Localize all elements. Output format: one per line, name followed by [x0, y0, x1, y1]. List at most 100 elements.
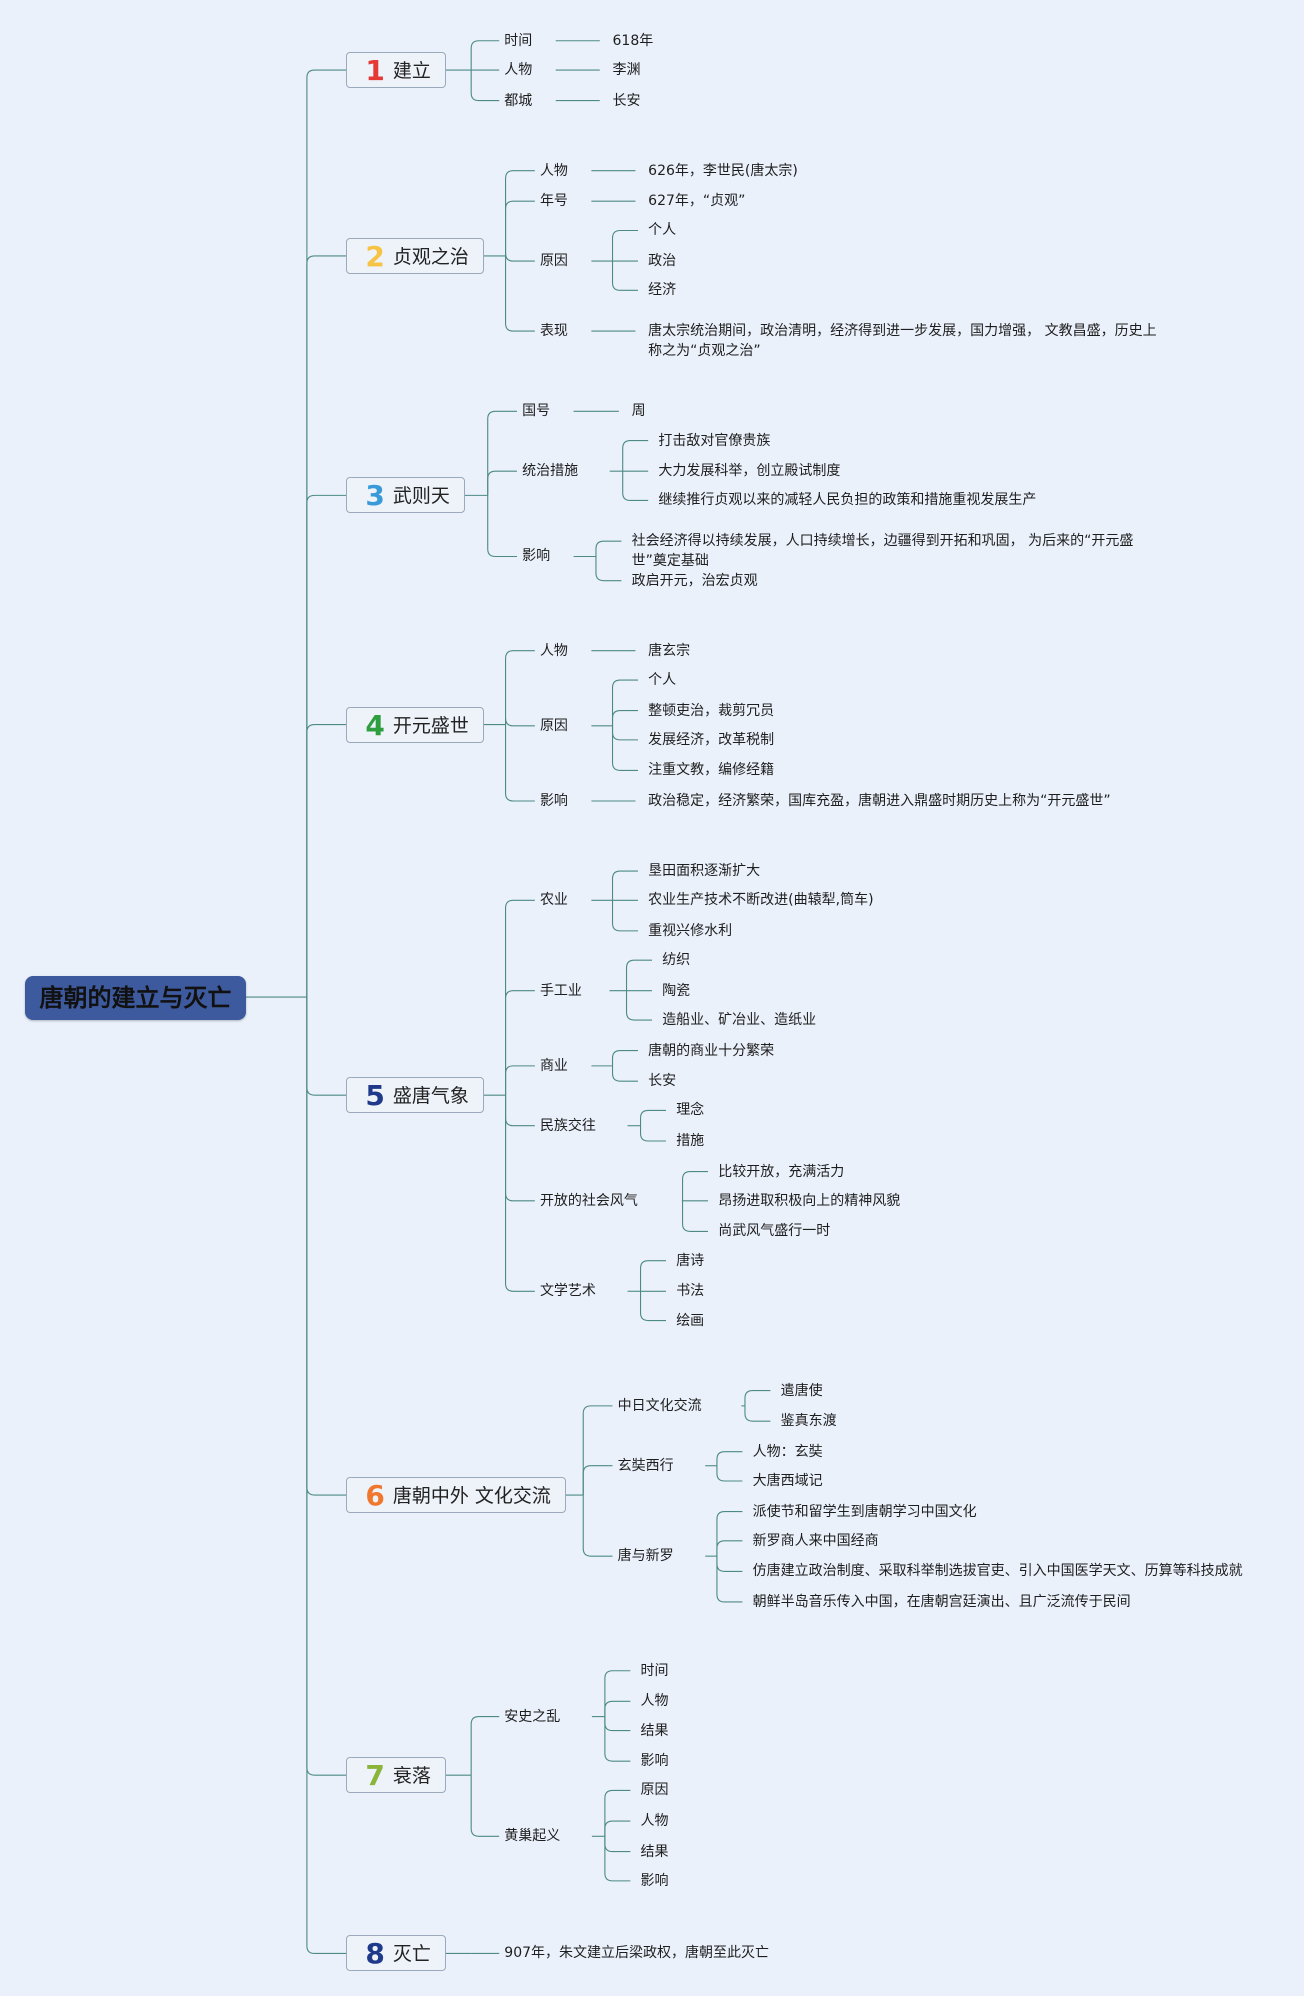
leaf-node[interactable]: 个人	[648, 222, 677, 239]
leaf-node[interactable]: 政治稳定，经济繁荣，国库充盈，唐朝进入鼎盛时期历史上称为“开元盛世”	[648, 792, 1111, 809]
branch-node[interactable]: 人物	[539, 162, 568, 179]
leaf-node[interactable]: 绘画	[676, 1312, 705, 1329]
branch-node[interactable]: 907年，朱文建立后梁政权，唐朝至此灭亡	[504, 1945, 770, 1962]
leaf-node[interactable]: 尚武风气盛行一时	[718, 1223, 831, 1240]
leaf-node[interactable]: 李渊	[612, 62, 641, 79]
leaf-node[interactable]: 原因	[640, 1782, 669, 1799]
leaf-node[interactable]: 重视兴修水利	[648, 922, 733, 939]
leaf-node[interactable]: 影响	[640, 1753, 669, 1770]
leaf-node[interactable]: 造船业、矿冶业、造纸业	[662, 1012, 817, 1029]
leaf-node[interactable]: 遣唐使	[780, 1382, 823, 1399]
leaf-node[interactable]: 大力发展科举，创立殿试制度	[658, 463, 841, 480]
branch-node[interactable]: 文学艺术	[539, 1283, 596, 1300]
branch-node[interactable]: 中日文化交流	[617, 1397, 702, 1414]
leaf-connector	[639, 1125, 667, 1142]
branch-node[interactable]: 人物	[504, 62, 533, 79]
leaf-node[interactable]: 经济	[648, 282, 677, 299]
leaf-node[interactable]: 人物：玄奘	[752, 1443, 823, 1460]
leaf-node[interactable]: 大唐西域记	[752, 1473, 823, 1489]
branch-node[interactable]: 影响	[539, 792, 568, 809]
leaf-node[interactable]: 鉴真东渡	[780, 1413, 837, 1430]
branch-node[interactable]: 民族交往	[539, 1117, 596, 1134]
branch-node[interactable]: 农业	[539, 892, 568, 909]
leaf-node[interactable]: 影响	[640, 1872, 669, 1889]
leaf-node[interactable]: 周	[631, 403, 646, 420]
branch-node[interactable]: 年号	[539, 193, 568, 210]
root-node[interactable]: 唐朝的建立与灭亡	[25, 976, 246, 1020]
leaf-node[interactable]: 农业生产技术不断改进(曲辕犁,筒车)	[648, 892, 874, 909]
branch-connector	[505, 1095, 535, 1127]
branch-node[interactable]: 商业	[539, 1057, 568, 1074]
leaf-node[interactable]: 618年	[612, 32, 654, 49]
branch-node[interactable]: 原因	[539, 717, 568, 734]
leaf-node[interactable]: 注重文教，编修经籍	[648, 762, 775, 779]
leaf-node[interactable]: 政治	[648, 253, 677, 270]
leaf-connector	[611, 870, 638, 901]
leaf-node[interactable]: 时间	[640, 1662, 669, 1679]
leaf-connector	[604, 1836, 631, 1853]
leaf-node[interactable]: 个人	[648, 672, 677, 689]
leaf-node[interactable]: 新罗商人来中国经商	[752, 1532, 879, 1549]
leaf-node[interactable]: 长安	[648, 1073, 677, 1090]
leaf-node[interactable]: 唐太宗统治期间，政治清明，经济得到进一步发展，国力增强， 文教昌盛，历史上称之为…	[648, 323, 1157, 360]
branch-node[interactable]: 唐与新罗	[617, 1548, 674, 1565]
leaf-node[interactable]: 唐朝的商业十分繁荣	[648, 1042, 775, 1059]
leaf-node[interactable]: 整顿吏治，裁剪冗员	[648, 702, 775, 719]
leaf-node[interactable]: 人物	[640, 1693, 669, 1710]
branch-node[interactable]: 国号	[522, 403, 551, 420]
topic-label: 开元盛世	[392, 714, 469, 737]
topic-connector	[306, 255, 347, 998]
leaf-node[interactable]: 措施	[676, 1133, 705, 1149]
leaf-connector	[639, 1260, 667, 1292]
branch-connector	[582, 1405, 613, 1496]
branch-node[interactable]: 统治措施	[522, 463, 579, 480]
branch-connector	[505, 253, 535, 262]
branch-node[interactable]: 影响	[522, 548, 551, 565]
leaf-node[interactable]: 陶瓷	[662, 982, 691, 999]
leaf-node[interactable]: 垦田面积逐渐扩大	[648, 863, 761, 880]
leaf-node[interactable]: 政启开元，治宏贞观	[631, 572, 758, 589]
branch-node[interactable]: 都城	[504, 92, 533, 109]
leaf-node[interactable]: 继续推行贞观以来的减轻人民负担的政策和措施重视发展生产	[658, 492, 1037, 509]
leaf-node[interactable]: 昂扬进取积极向上的精神风貌	[718, 1192, 901, 1209]
leaf-node[interactable]: 长安	[612, 92, 641, 109]
branch-node[interactable]: 原因	[539, 253, 568, 270]
topic-label: 武则天	[392, 485, 450, 508]
leaf-node[interactable]: 626年，李世民(唐太宗)	[648, 162, 798, 179]
leaf-connector	[625, 959, 652, 991]
branch-node[interactable]: 时间	[504, 32, 533, 49]
branch-node[interactable]: 手工业	[539, 982, 582, 999]
leaf-node[interactable]: 结果	[640, 1722, 669, 1739]
leaf-node[interactable]: 比较开放，充满活力	[718, 1163, 845, 1180]
leaf-node[interactable]: 社会经济得以持续发展，人口持续增长，边疆得到开拓和巩固， 为后来的“开元盛世”奠…	[631, 533, 1134, 570]
branch-node[interactable]: 人物	[539, 642, 568, 659]
leaf-node[interactable]: 发展经济，改革税制	[648, 731, 775, 748]
leaf-node[interactable]: 朝鲜半岛音乐传入中国，在唐朝宫廷演出、且广泛流传于民间	[752, 1593, 1131, 1610]
branch-node[interactable]: 安史之乱	[504, 1708, 561, 1725]
leaf-node[interactable]: 书法	[676, 1283, 705, 1300]
leaf-node[interactable]: 结果	[640, 1843, 669, 1860]
leaf-node[interactable]: 派使节和留学生到唐朝学习中国文化	[752, 1503, 977, 1520]
branch-node[interactable]: 黄巢起义	[504, 1828, 561, 1845]
leaf-node[interactable]: 唐玄宗	[648, 642, 691, 659]
leaf-node[interactable]: 唐诗	[676, 1252, 705, 1269]
leaf-node[interactable]: 打击敌对官僚贵族	[658, 432, 771, 449]
leaf-node[interactable]: 仿唐建立政治制度、采取科举制选拔官吏、引入中国医学天文、历算等科技成就	[752, 1563, 1243, 1580]
branch-node[interactable]: 玄奘西行	[617, 1457, 674, 1474]
leaf-node[interactable]: 627年，“贞观”	[648, 193, 746, 210]
branch-connector	[505, 650, 535, 725]
leaf-node[interactable]: 人物	[640, 1813, 669, 1830]
branch-node[interactable]: 开放的社会风气	[539, 1192, 638, 1209]
branch-node[interactable]: 表现	[539, 323, 568, 340]
leaf-node[interactable]: 理念	[676, 1102, 705, 1119]
leaf-node[interactable]: 纺织	[662, 952, 691, 969]
